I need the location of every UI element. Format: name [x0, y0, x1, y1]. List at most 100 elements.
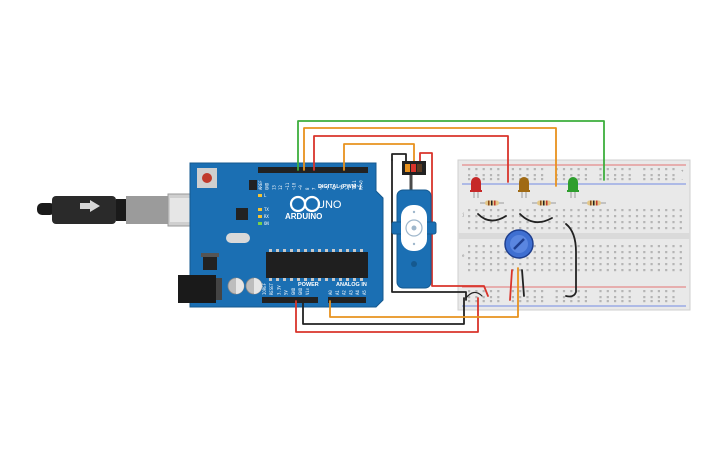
breadboard-hole — [614, 168, 617, 171]
breadboard-hole — [541, 209, 544, 212]
breadboard-hole — [679, 209, 682, 212]
breadboard-hole — [635, 209, 639, 212]
pin-label: 4 — [332, 187, 337, 190]
breadboard-hole — [577, 245, 580, 248]
breadboard-hole — [621, 257, 624, 260]
ic-pin — [332, 249, 335, 252]
breadboard-hole — [599, 215, 602, 218]
breadboard-hole — [468, 168, 471, 171]
breadboard-hole — [497, 257, 500, 260]
breadboard-hole — [489, 221, 493, 224]
breadboard-hole — [621, 215, 624, 218]
breadboard-hole — [584, 251, 587, 254]
pin-label: GND — [265, 182, 270, 190]
pin-label: RX◂0 — [359, 180, 364, 190]
breadboard-hole — [614, 300, 617, 303]
ic-pin — [325, 249, 328, 252]
pin-label: A4 — [355, 290, 360, 295]
breadboard-hole — [468, 245, 471, 248]
breadboard-hole — [614, 174, 617, 177]
breadboard-hole — [570, 168, 573, 171]
breadboard-hole — [548, 257, 551, 260]
breadboard-hole — [577, 263, 580, 266]
breadboard-hole — [541, 300, 544, 303]
rx-led-label: RX — [264, 214, 269, 219]
breadboard-hole — [657, 209, 660, 212]
breadboard-hole — [511, 296, 514, 299]
breadboard-hole — [643, 221, 646, 224]
ic-pin — [304, 249, 307, 252]
breadboard-hole — [577, 168, 580, 171]
breadboard-hole — [621, 263, 624, 266]
breadboard-hole — [621, 245, 624, 248]
breadboard-hole — [511, 300, 514, 303]
breadboard-hole — [548, 209, 551, 212]
ic-pin — [276, 249, 279, 252]
row-label-j: j — [462, 212, 464, 217]
ic-pin — [339, 278, 342, 281]
ic-pin — [269, 249, 272, 252]
wire-red-bottom — [295, 297, 479, 333]
wire-orange-top — [303, 127, 557, 187]
breadboard-hole — [555, 269, 558, 272]
pin-label: ~3 — [338, 185, 343, 190]
breadboard-hole — [614, 251, 617, 254]
breadboard-hole — [657, 269, 660, 272]
breadboard-hole — [577, 290, 580, 293]
breadboard-hole — [643, 215, 646, 218]
potentiometer[interactable] — [504, 229, 534, 259]
breadboard-hole — [657, 251, 660, 254]
wire-red-servo — [419, 152, 489, 297]
breadboard-hole — [533, 245, 536, 248]
breadboard-hole — [599, 251, 602, 254]
breadboard-hole — [672, 296, 675, 299]
breadboard-hole — [570, 209, 573, 212]
breadboard-hole — [577, 257, 580, 260]
breadboard-hole — [475, 215, 478, 218]
breadboard-hole — [475, 251, 478, 254]
breadboard-hole — [489, 300, 493, 303]
breadboard-hole — [599, 245, 602, 248]
breadboard-hole — [614, 257, 617, 260]
breadboard-hole — [519, 215, 522, 218]
breadboard-hole — [548, 269, 551, 272]
breadboard-hole — [665, 290, 668, 293]
breadboard-hole — [533, 215, 536, 218]
breadboard-hole — [489, 290, 493, 293]
breadboard-hole — [482, 174, 485, 177]
breadboard-hole — [497, 269, 500, 272]
breadboard-hole — [665, 269, 668, 272]
ic-pin — [318, 278, 321, 281]
breadboard-hole — [577, 221, 580, 224]
breadboard-hole — [628, 209, 631, 212]
breadboard-hole — [584, 263, 587, 266]
ic-pin — [311, 249, 314, 252]
breadboard-hole — [679, 221, 682, 224]
breadboard-hole — [548, 251, 551, 254]
breadboard-hole — [511, 215, 514, 218]
breadboard-hole — [497, 290, 500, 293]
breadboard-hole — [679, 257, 682, 260]
breadboard-hole — [628, 221, 631, 224]
breadboard-hole — [650, 300, 653, 303]
breadboard-hole — [672, 263, 675, 266]
breadboard-hole — [541, 257, 544, 260]
breadboard-hole — [628, 251, 631, 254]
ic-pin — [276, 278, 279, 281]
breadboard-hole — [672, 221, 675, 224]
breadboard-hole — [650, 269, 653, 272]
breadboard-hole — [606, 290, 609, 293]
breadboard-hole — [650, 209, 653, 212]
breadboard-hole — [482, 209, 485, 212]
reset-button[interactable] — [197, 168, 217, 188]
breadboard-hole — [541, 269, 544, 272]
breadboard-hole — [541, 215, 544, 218]
breadboard-hole — [665, 168, 668, 171]
breadboard-hole — [657, 263, 660, 266]
breadboard-hole — [635, 263, 639, 266]
breadboard-hole — [643, 245, 646, 248]
breadboard-hole — [482, 221, 485, 224]
breadboard-hole — [475, 296, 478, 299]
